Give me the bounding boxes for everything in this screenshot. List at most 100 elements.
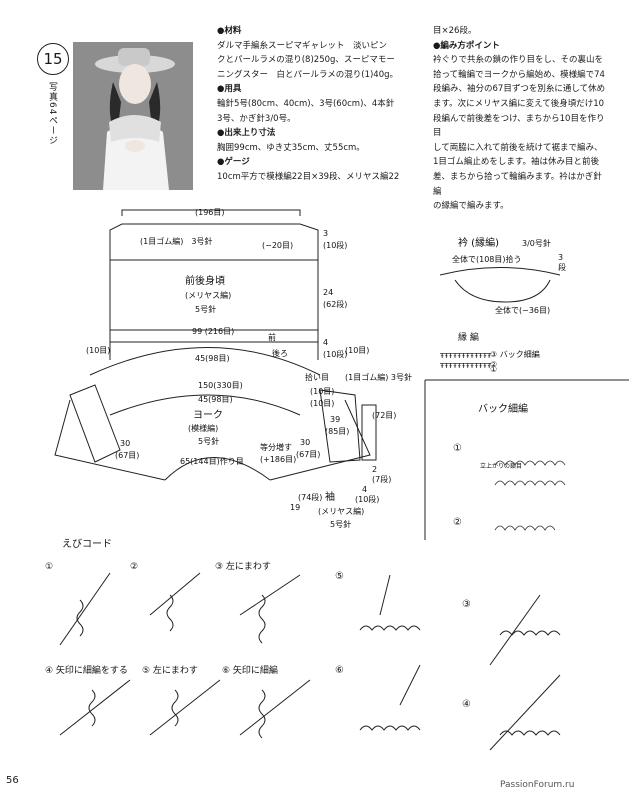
- rib-decrease: (−20目): [262, 241, 293, 250]
- collar-pickup: 全体で(108目)拾う: [452, 254, 522, 264]
- pattern-number-badge: 15: [37, 43, 69, 75]
- tools-line: 輪針5号(80cm、40cm)、3号(60cm)、4本針: [217, 98, 395, 109]
- cord-loop-2: [166, 594, 174, 632]
- cord-loop-4: [88, 689, 96, 727]
- increase-label: 等分増す: [260, 442, 292, 452]
- yoke-side-74: (74段): [298, 492, 322, 502]
- sleeve-stitch: (メリヤス編): [318, 506, 364, 516]
- model-photo: [73, 42, 193, 190]
- yoke-mid-width: 45(98目): [198, 395, 233, 404]
- collar-decrease: 全体で(−36目): [495, 305, 550, 315]
- ebi-cord-title: えびコード: [62, 538, 112, 550]
- rib-label: (1目ゴム編) 3号針: [140, 236, 212, 246]
- collar-top-curve: [439, 267, 561, 276]
- sc-row-6: [359, 725, 421, 731]
- points-line: 1目ゴム編止めをします。袖は休み目と前後: [433, 157, 600, 168]
- hook-step-1: [59, 572, 111, 646]
- back-diff-label: 後ろ: [272, 348, 288, 358]
- points-line: 段編んで前後差をつけ、まちから10目を作り目: [433, 113, 605, 139]
- body-title: 前後身頃: [185, 274, 225, 287]
- photo-page-reference: 写真64ページ: [47, 82, 57, 146]
- sleeve-rib-rows: (7段): [372, 474, 391, 484]
- front-label: 前: [268, 332, 276, 342]
- yoke-height-left: 30: [120, 439, 130, 448]
- yoke-rows-left: (67目): [115, 451, 139, 460]
- points-heading: ●編み方ポイント: [433, 40, 500, 51]
- tutorial-illustrations: えびコード ① ② ③ 左にまわす ④ 矢印に細編をする ⑤ 左にまわす ⑥ 矢…: [45, 538, 561, 751]
- back-height: 4: [323, 338, 328, 347]
- sleeve-length: 4: [362, 485, 367, 494]
- hook-sc-4: [489, 674, 561, 751]
- ebi-step-2: ②: [130, 562, 138, 572]
- tools-line: 3号、かぎ針3/0号。: [217, 113, 296, 124]
- back-sc-step-5: ⑤: [335, 571, 344, 582]
- increase-count: (+186目): [260, 455, 296, 464]
- page-number: 56: [6, 775, 19, 786]
- materials-line: ダルマ手編糸スーピマギャレット 淡いピン: [217, 40, 388, 51]
- materials-text-column: ●材料 ダルマ手編糸スーピマギャレット 淡いピン クとパールラメの混り(8)25…: [217, 24, 423, 185]
- watermark: PassionForum.ru: [500, 780, 575, 790]
- neck-arc: [164, 457, 271, 481]
- edging-title: 縁 編: [458, 331, 479, 343]
- ebi-step-6: ⑥ 矢印に細編: [222, 664, 278, 676]
- points-line: して両脇に入れて前後を続けて裾まで編み、: [433, 142, 603, 153]
- tools-heading: ●用具: [217, 84, 242, 95]
- materials-line: クとパールラメの混り(8)250g、スーピマモー: [217, 55, 395, 66]
- collar-height: 3: [558, 253, 563, 262]
- sleeve-left: [69, 384, 121, 463]
- hook-drawings: [59, 572, 561, 751]
- collar-rows: 段: [558, 262, 566, 272]
- size-line: 胸囲99cm、ゆき丈35cm、丈55cm。: [217, 142, 365, 153]
- back-sc-step-2: ②: [453, 517, 462, 528]
- hook-sc-5: [379, 574, 391, 616]
- yoke-mid-arc: [109, 394, 301, 416]
- back-sc-step-3: ③: [462, 599, 471, 610]
- yoke-outer-arc: [89, 347, 321, 376]
- points-line: 差、まちから拾って輪編みます。衿はかぎ針編: [433, 171, 602, 197]
- materials-line: ニングスター 白とパールラメの混り(1)40g。: [217, 69, 398, 80]
- hook-sc-3: [489, 594, 541, 666]
- materials-heading: ●材料: [217, 26, 242, 36]
- ebi-step-3: ③ 左にまわす: [215, 560, 271, 572]
- sleeve-right: [319, 389, 361, 463]
- hook-step-6: [239, 679, 311, 736]
- sleeve-rib-right: [361, 404, 377, 461]
- model-photo-image: [73, 42, 193, 190]
- back-rows: (10段): [323, 349, 347, 359]
- sc-row-4: [499, 730, 561, 736]
- collar-bottom-curve: [454, 279, 551, 303]
- cord-loop-3: [258, 594, 266, 644]
- yoke-outer-width: 150(330目): [198, 381, 243, 390]
- ebi-step-5: ⑤ 左にまわす: [142, 664, 198, 676]
- ebi-step-1: ①: [45, 562, 53, 572]
- cord-loop-6: [258, 689, 266, 739]
- pickup-label: 拾い目: [305, 372, 329, 382]
- back-sc-step-4: ④: [462, 699, 471, 710]
- sleeve-width: (72目): [372, 411, 396, 420]
- yoke-rows-right: (67目): [296, 450, 320, 459]
- hook-step-2: [149, 572, 201, 616]
- garment-schematic: (196目) (1目ゴム編) 3号針 (−20目) 3 (10段) 24 (62…: [54, 208, 629, 540]
- gusset-left: (10目): [86, 346, 110, 355]
- hook-step-5: [149, 679, 221, 736]
- yoke-left-edge: [54, 399, 166, 481]
- yoke-right-edge: [269, 399, 371, 481]
- edging-row-2: ②: [490, 360, 497, 369]
- gauge-continuation: 目×26段。: [433, 26, 477, 36]
- chest-width: 99 (216目): [192, 327, 234, 336]
- points-line: 段編み、袖分の67目ずつを別糸に通して休め: [433, 84, 606, 95]
- points-line: ます。次にメリヤス編に変えて後身頃だけ10: [433, 98, 605, 109]
- back-sc-note: 立上がりの鎖目: [480, 462, 522, 470]
- yoke-title: ヨーク: [193, 409, 223, 421]
- sleeve-needle: 5号針: [330, 519, 351, 529]
- back-sc-step-6: ⑥: [335, 665, 344, 676]
- sleeve-title: 袖: [325, 490, 335, 503]
- edging-row-3: ③ バック細編: [490, 349, 540, 359]
- back-sc-title: バック細編: [478, 402, 528, 415]
- collar-needle: 3/0号針: [522, 238, 551, 248]
- points-line: 衿ぐりで共糸の鎖の作り目をし、その裏山を: [433, 55, 604, 66]
- gauge-line: 10cm平方で模様編22目×39段、メリヤス編22: [217, 171, 400, 182]
- hook-step-3: [239, 574, 301, 616]
- sleeve-pickup-1: (10目): [310, 387, 334, 396]
